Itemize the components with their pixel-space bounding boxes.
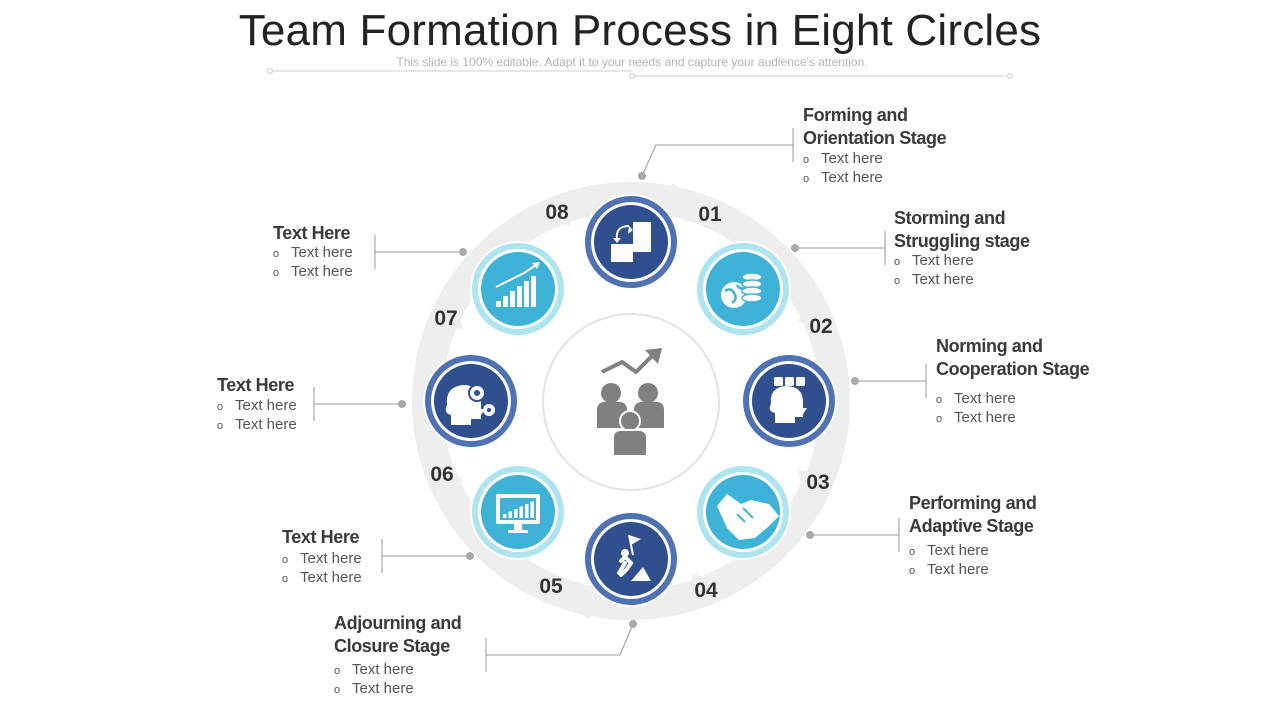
bullet-item: Text here	[334, 661, 414, 680]
flag-climb-icon	[617, 534, 651, 581]
bullet-item: Text here	[217, 416, 297, 435]
step-circle-01	[695, 241, 791, 337]
bullet-item: Text here	[909, 561, 989, 580]
monitor-chart-icon	[496, 494, 540, 533]
stage-title-line: Cooperation Stage	[936, 359, 1090, 379]
step-number-01: 01	[698, 203, 722, 226]
growth-bars-icon	[495, 262, 540, 307]
step-number-07: 07	[434, 307, 458, 330]
page-subtitle: This slide is 100% editable. Adapt it to…	[396, 55, 868, 69]
leader-line-7	[313, 387, 406, 421]
leader-line-5	[485, 620, 637, 672]
stage-title-line: Text Here	[282, 527, 360, 547]
stage-title-line: Text Here	[217, 375, 295, 395]
leader-line-1	[638, 128, 794, 180]
bullet-item: Text here	[217, 397, 297, 416]
stage-title-line: Struggling stage	[894, 231, 1030, 251]
bullet-item: Text here	[909, 542, 989, 561]
title-frame	[267, 68, 1013, 79]
step-circle-06	[423, 353, 519, 449]
stage-title-line: Storming and	[894, 208, 1006, 228]
bullet-item: Text here	[803, 169, 883, 188]
page-title: Team Formation Process in Eight Circles	[238, 6, 1042, 55]
stage-title-line: Adaptive Stage	[909, 516, 1034, 536]
stage-title-line: Closure Stage	[334, 636, 450, 656]
step-circle-04	[583, 511, 679, 607]
head-money-icon	[769, 377, 807, 423]
step-circle-03	[695, 464, 791, 560]
bullet-item: Text here	[894, 252, 974, 271]
step-number-04: 04	[694, 579, 718, 602]
center-circle	[542, 313, 720, 491]
stage-title-8: Text Here	[273, 222, 351, 245]
leader-line-8	[374, 235, 467, 269]
head-gears-icon	[445, 384, 495, 425]
stage-title-line: Text Here	[273, 223, 351, 243]
stage-title-line: Forming and	[803, 105, 908, 125]
swap-boxes-icon	[611, 222, 651, 262]
coins-globe-icon	[721, 272, 763, 308]
stage-title-line: Adjourning and	[334, 613, 462, 633]
leader-line-3	[851, 364, 927, 398]
step-circle-05	[470, 464, 566, 560]
bullet-item: Text here	[803, 150, 883, 169]
bullet-item: Text here	[894, 271, 974, 290]
leader-line-4	[806, 518, 900, 552]
stage-title-line: Norming and	[936, 336, 1043, 356]
bullet-item: Text here	[273, 244, 353, 263]
team-growth-icon	[597, 348, 664, 457]
step-number-02: 02	[809, 315, 833, 338]
step-number-03: 03	[806, 471, 830, 494]
bullet-item: Text here	[334, 680, 414, 699]
handshake-icon	[717, 494, 779, 540]
bullet-item: Text here	[936, 409, 1016, 428]
step-circle-07	[470, 241, 566, 337]
bullet-item: Text here	[273, 263, 353, 282]
bullet-item: Text here	[936, 390, 1016, 409]
stage-title-line: Orientation Stage	[803, 128, 947, 148]
step-circle-02	[741, 353, 837, 449]
step-number-06: 06	[430, 463, 454, 486]
stage-title-line: Performing and	[909, 493, 1037, 513]
step-number-08: 08	[545, 201, 569, 224]
step-circle-08	[583, 194, 679, 290]
bullet-item: Text here	[282, 569, 362, 588]
stage-title-6: Text Here	[282, 526, 360, 549]
leader-line-6	[381, 539, 474, 573]
stage-title-7: Text Here	[217, 374, 295, 397]
leader-line-2	[791, 231, 886, 265]
bullet-item: Text here	[282, 550, 362, 569]
step-number-05: 05	[539, 575, 563, 598]
